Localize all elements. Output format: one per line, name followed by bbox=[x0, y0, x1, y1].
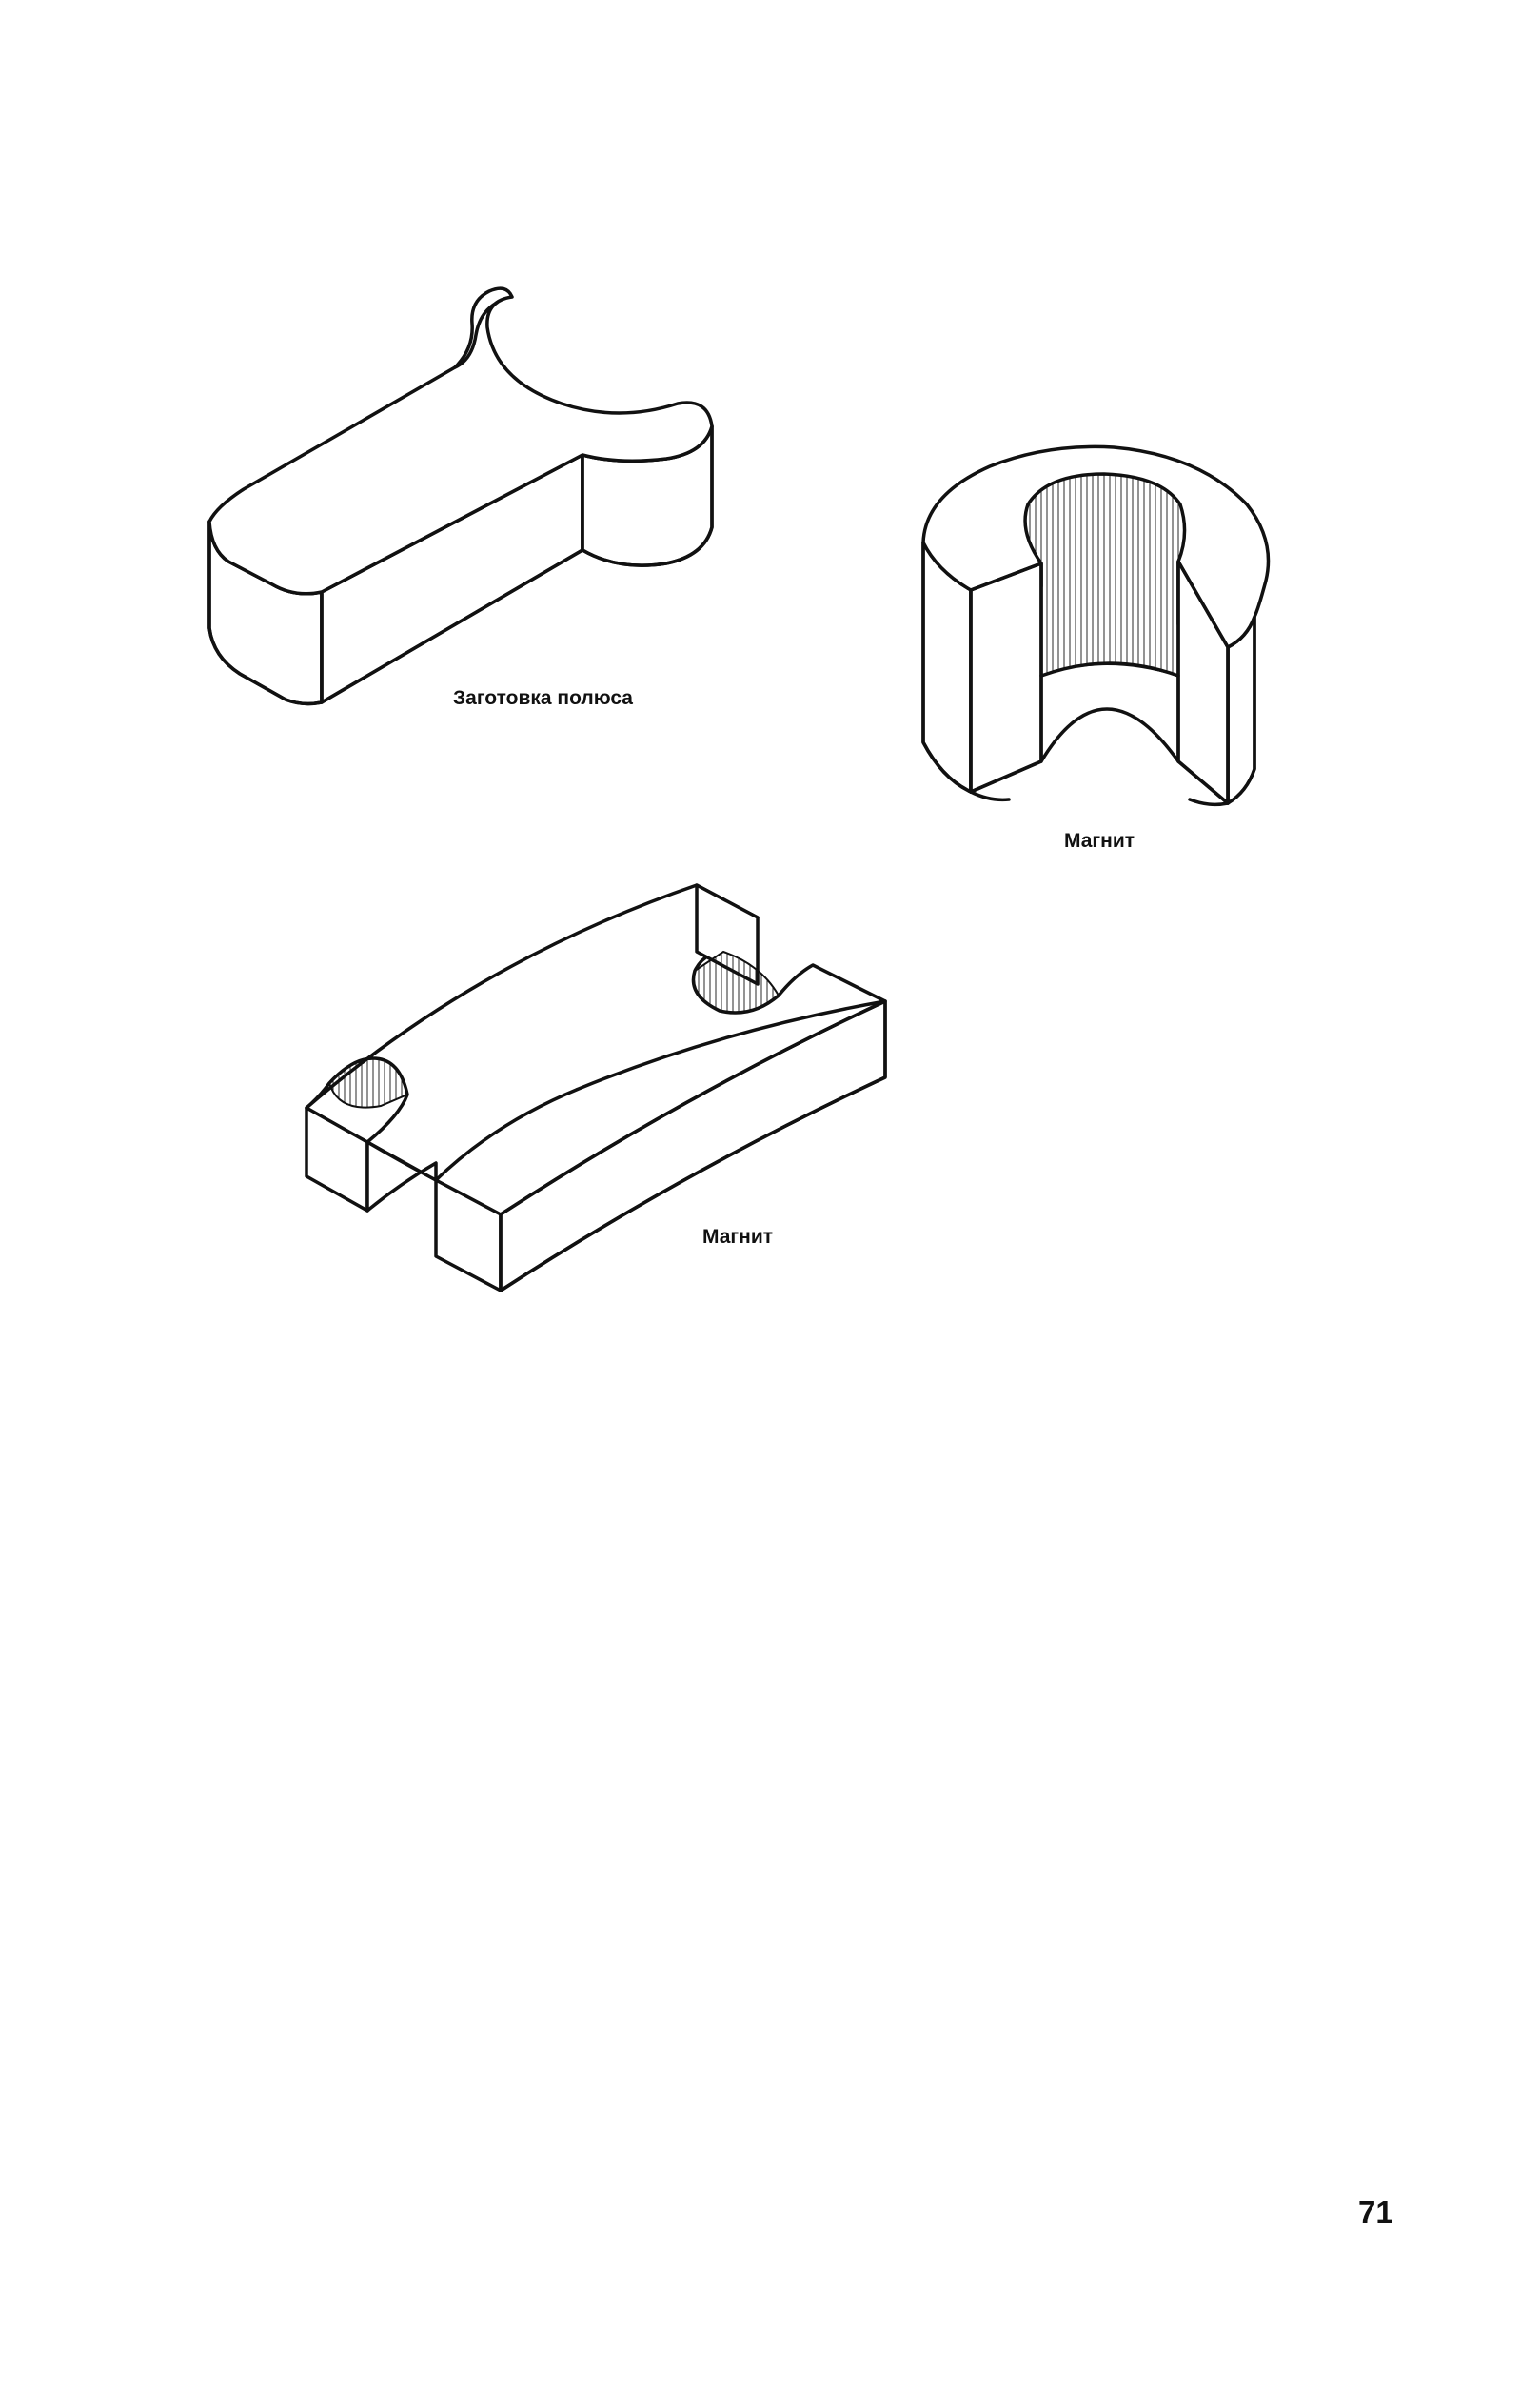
ring-cut-left bbox=[969, 562, 1043, 794]
pole-top-face bbox=[207, 286, 714, 596]
arc-right-front bbox=[434, 1178, 503, 1292]
arc-magnet-caption: Магнит bbox=[702, 1226, 774, 1248]
arc-left-side bbox=[365, 1140, 438, 1213]
arc-left-front bbox=[305, 1106, 369, 1213]
pole-blank-drawing bbox=[207, 286, 714, 706]
ring-magnet-caption: Магнит bbox=[1064, 830, 1135, 852]
pole-blank-caption: Заготовка полюса bbox=[453, 687, 633, 709]
ring-bore-wall bbox=[1024, 472, 1186, 678]
arc-notch-right bbox=[692, 950, 780, 1014]
arc-notch-left bbox=[327, 1056, 409, 1109]
page-number: 71 bbox=[1358, 2195, 1393, 2230]
arc-top-face bbox=[305, 883, 887, 1182]
arc-magnet-drawing bbox=[305, 883, 887, 1292]
ring-magnet-drawing bbox=[921, 444, 1271, 807]
